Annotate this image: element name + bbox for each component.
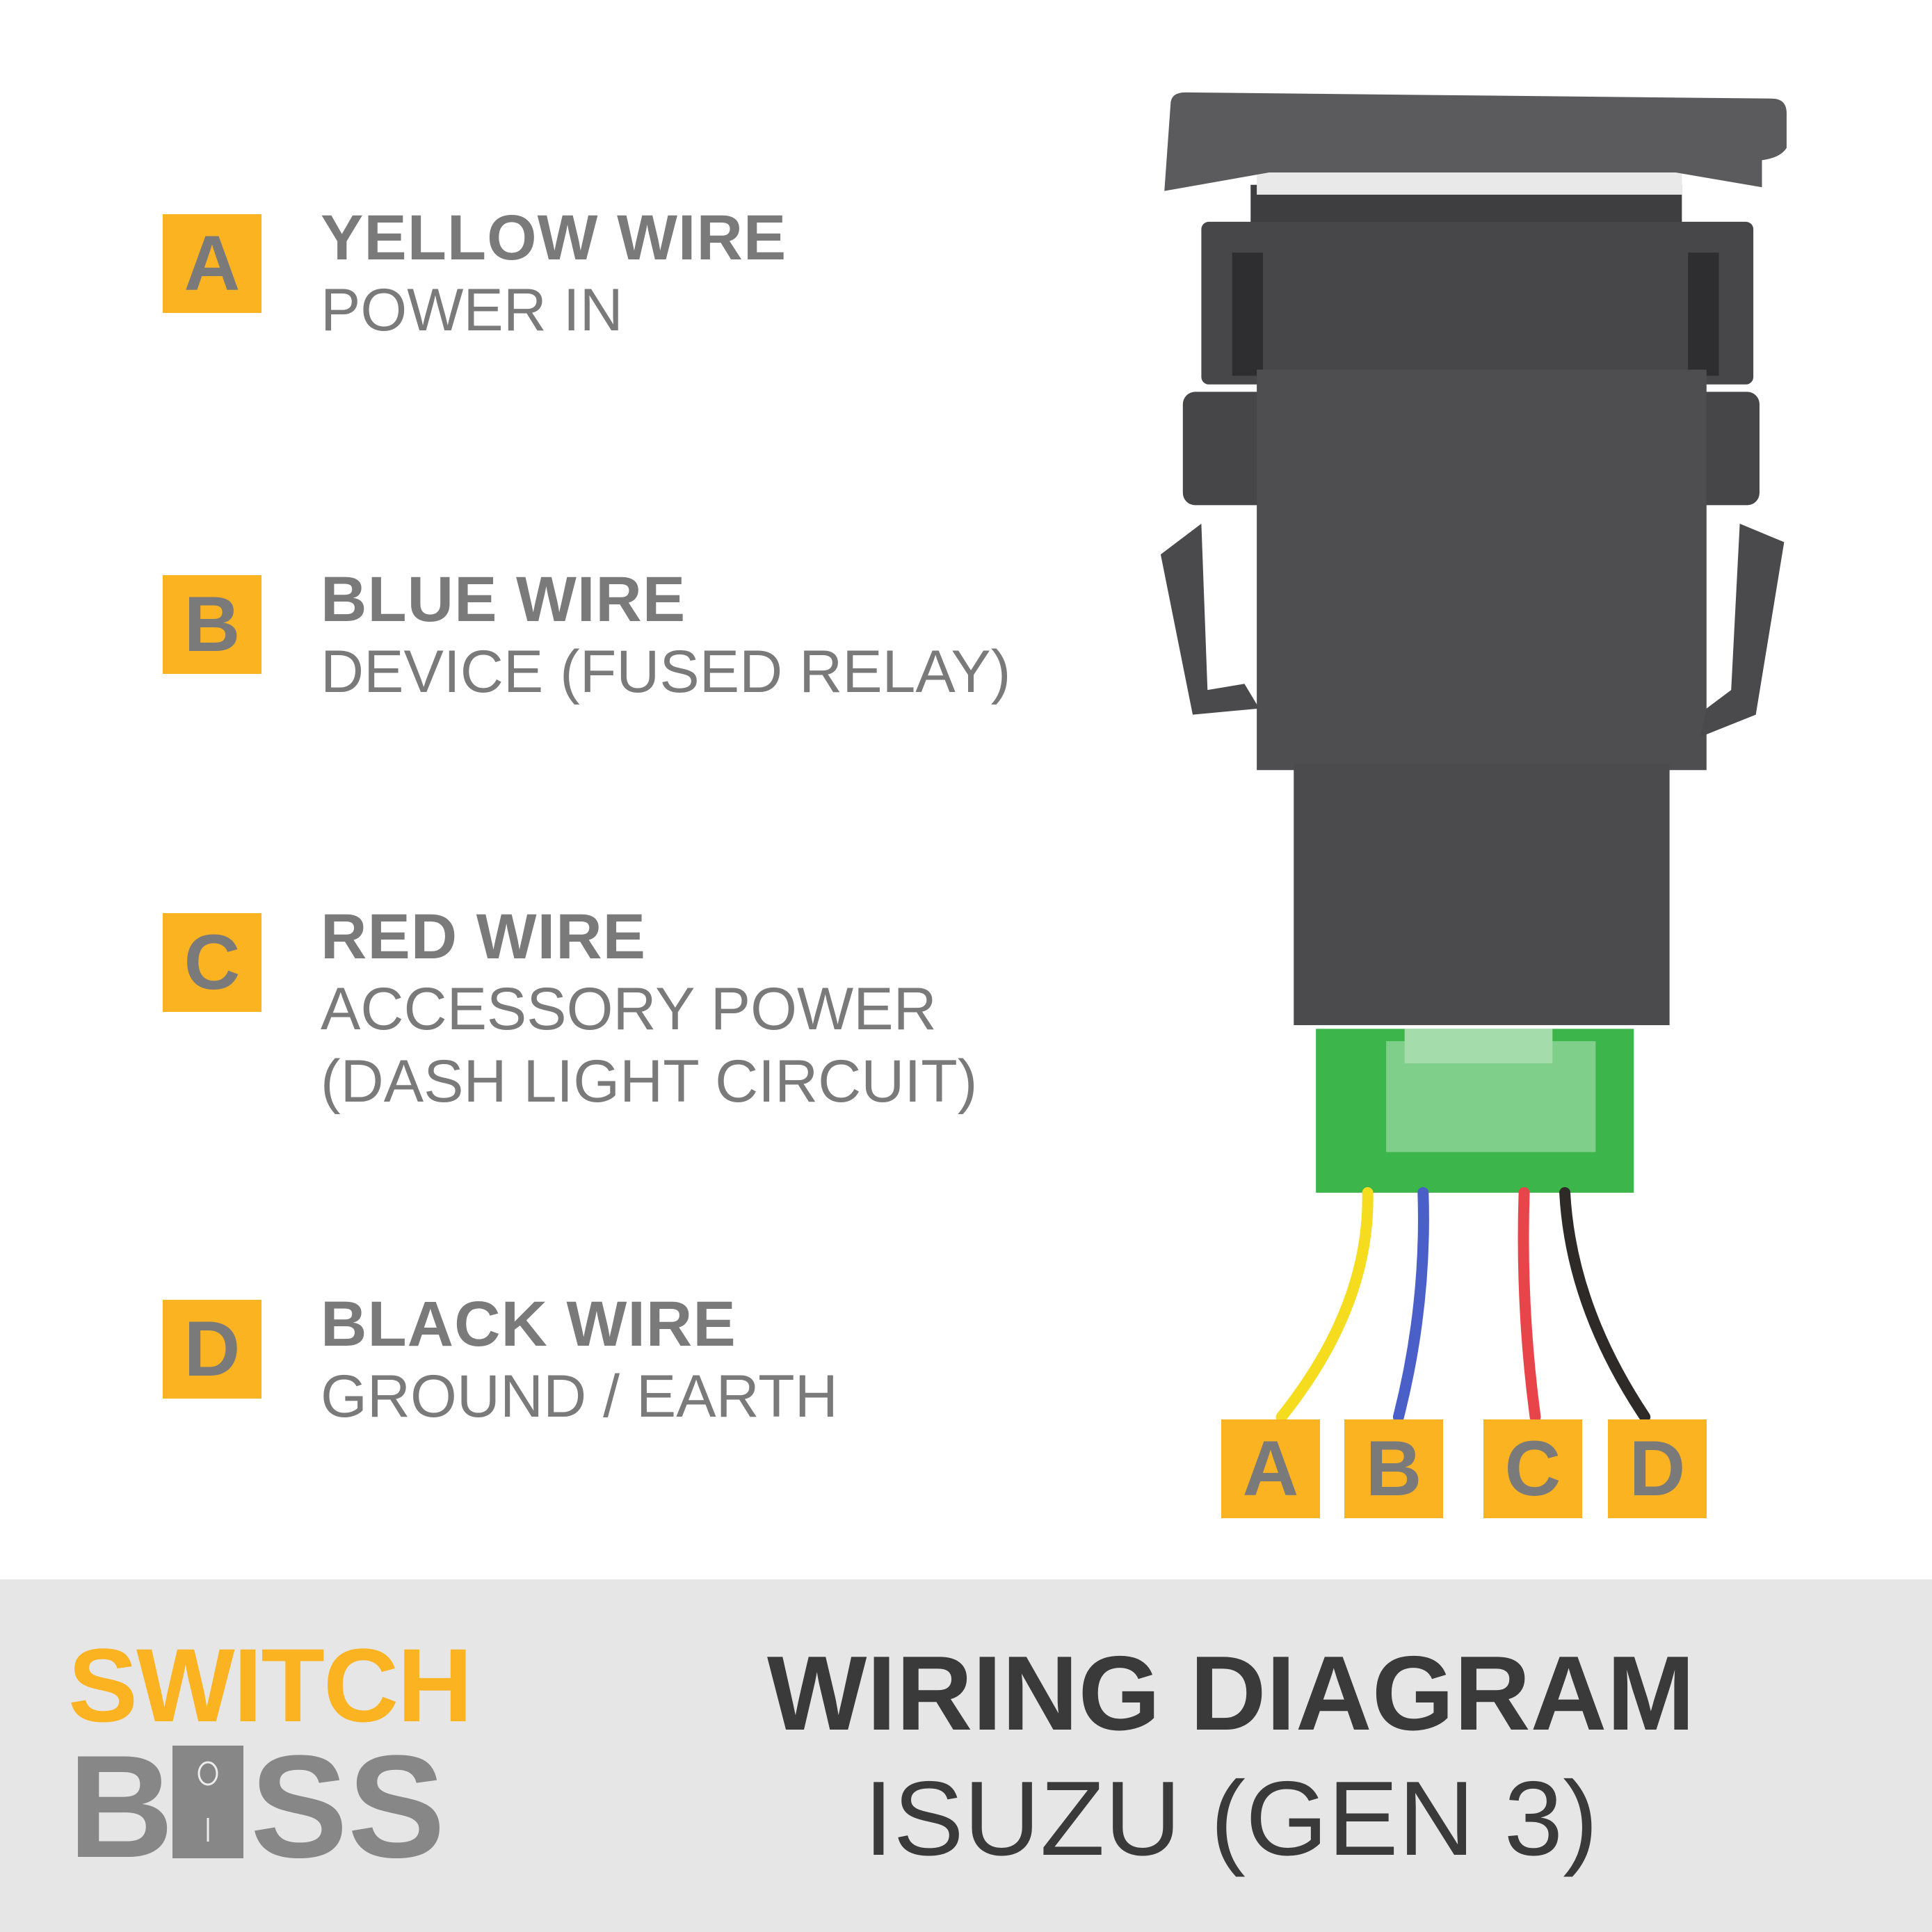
legend-badge-a: A (163, 214, 261, 313)
legend-badge-b: B (163, 575, 261, 674)
wire-label-a: A (1221, 1419, 1320, 1518)
legend-item-c: RED WIRE ACCESSORY POWER (DASH LIGHT CIR… (321, 901, 977, 1118)
legend-badge-d: D (163, 1300, 261, 1399)
logo-boss: B SS (68, 1746, 445, 1864)
legend-title: RED WIRE (321, 901, 646, 972)
footer-band (0, 1579, 1932, 1932)
legend-desc: GROUND / EARTH (321, 1363, 838, 1430)
legend-item-a: YELLOW WIRE POWER IN (321, 202, 787, 346)
svg-text:B: B (68, 1746, 174, 1864)
legend-desc: (DASH LIGHT CIRCUIT) (321, 1048, 978, 1115)
legend-title: YELLOW WIRE (321, 202, 787, 273)
legend-desc: ACCESSORY POWER (321, 976, 937, 1043)
yellow-wire (1275, 1187, 1374, 1423)
blue-wire (1392, 1187, 1429, 1423)
wire-label-c: C (1483, 1419, 1582, 1518)
legend-item-d: BLACK WIRE GROUND / EARTH (321, 1288, 838, 1433)
page-title: WIRING DIAGRAM (766, 1634, 1696, 1753)
wire-label-d: D (1608, 1419, 1707, 1518)
wires (1275, 1187, 1651, 1423)
logo-switch-text: SWITCH (68, 1627, 473, 1744)
legend-badge-c: C (163, 913, 261, 1012)
red-wire (1518, 1187, 1541, 1423)
legend-desc: DEVICE (FUSED RELAY) (321, 638, 1011, 705)
legend-title: BLUE WIRE (321, 564, 686, 635)
page-subtitle: ISUZU (GEN 3) (864, 1760, 1598, 1878)
wire-label-b: B (1344, 1419, 1443, 1518)
rocker-switch-body (1160, 92, 1787, 1026)
legend-item-b: BLUE WIRE DEVICE (FUSED RELAY) (321, 563, 1011, 708)
svg-text:SS: SS (250, 1746, 445, 1864)
legend-desc: POWER IN (321, 277, 623, 344)
legend-title: BLACK WIRE (321, 1289, 736, 1360)
green-connector (1316, 1029, 1634, 1193)
black-wire (1559, 1187, 1651, 1423)
